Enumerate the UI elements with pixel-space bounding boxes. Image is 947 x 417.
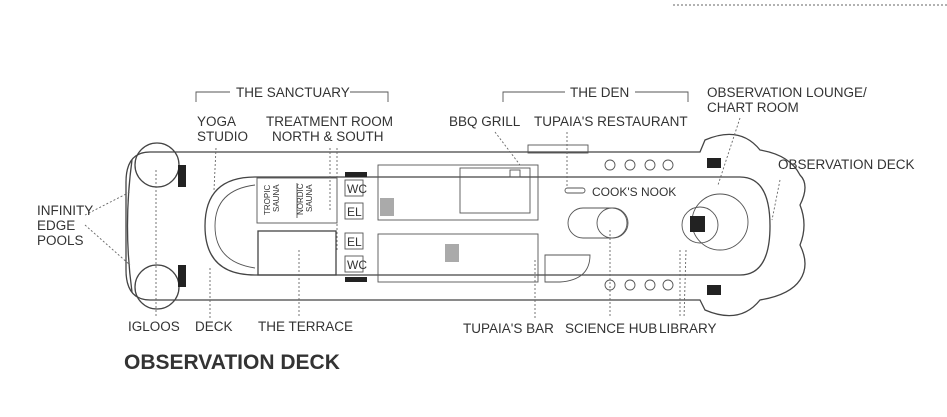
label-chart-room: CHART ROOM [707,100,799,115]
deck-title: OBSERVATION DECK [124,351,340,374]
label-deck: DECK [195,319,233,334]
label-science-hub: SCIENCE HUB [565,321,657,336]
label-nordic: NORDIC [296,183,305,215]
label-library: LIBRARY [659,321,717,336]
label-tupaias-restaurant: TUPAIA'S RESTAURANT [534,114,688,129]
label-pools: POOLS [37,233,84,248]
leader-lines [84,91,781,319]
label-observation-deck: OBSERVATION DECK [778,157,915,172]
ship-hull [125,133,806,317]
label-studio: STUDIO [197,129,248,144]
label-el-top: EL [347,205,362,219]
label-wc-bottom: WC [347,258,367,272]
igloo-bottom [134,264,180,310]
label-observation-lounge: OBSERVATION LOUNGE/ [707,85,867,100]
label-cooks-nook: COOK'S NOOK [592,185,676,199]
label-edge: EDGE [37,218,75,233]
group-label-den: THE DEN [570,85,629,100]
label-tupaias-bar: TUPAIA'S BAR [463,321,554,336]
label-north-south: NORTH & SOUTH [272,129,384,144]
group-label-sanctuary: THE SANCTUARY [236,85,350,100]
label-treatment-room: TREATMENT ROOM [266,114,393,129]
label-infinity: INFINITY [37,203,93,218]
label-the-terrace: THE TERRACE [258,319,353,334]
label-el-bottom: EL [347,235,362,249]
label-yoga: YOGA [197,114,236,129]
label-nordic-sauna: SAUNA [305,184,314,212]
superstructure [204,144,771,295]
label-tropic-sauna: SAUNA [272,184,281,212]
label-igloos: IGLOOS [128,319,180,334]
label-tropic: TROPIC [263,185,272,215]
label-wc-top: WC [347,182,367,196]
label-bbq-grill: BBQ GRILL [449,114,521,129]
igloo-top [134,142,180,188]
